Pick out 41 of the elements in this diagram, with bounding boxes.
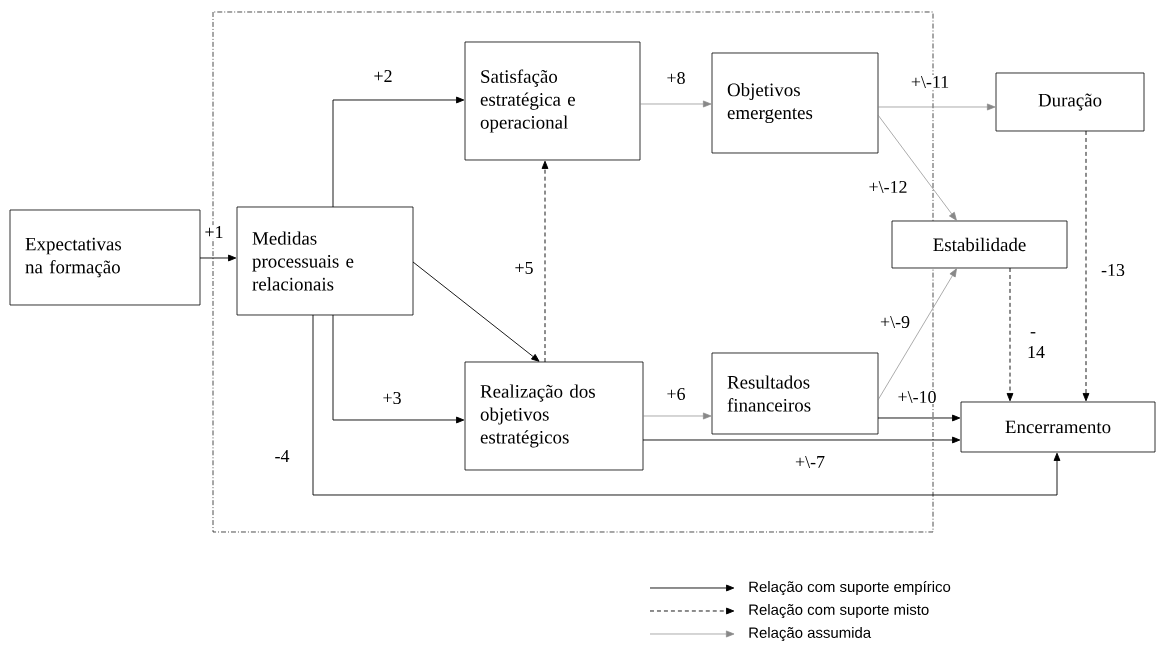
arrow — [877, 103, 996, 111]
edge-label: +6 — [665, 386, 687, 401]
arrow — [332, 96, 465, 208]
arrow — [541, 160, 549, 363]
edge-label: +\-12 — [867, 180, 909, 194]
arrow — [332, 314, 465, 424]
legend-label: Relação assumida — [749, 627, 872, 641]
edge-label: +2 — [372, 69, 394, 83]
arrow — [877, 268, 957, 401]
edge-label: +\-7 — [794, 455, 826, 469]
arrow — [642, 436, 961, 444]
arrow — [877, 414, 961, 422]
arrow — [1006, 267, 1014, 402]
arrow — [412, 261, 540, 362]
box: Estabilidade — [891, 220, 1068, 269]
arrow — [877, 114, 957, 221]
edge-label: +1 — [203, 225, 225, 239]
arrow — [1082, 130, 1090, 402]
edge-label: +3 — [381, 390, 403, 405]
edge-label: +\-9 — [879, 314, 911, 329]
arrow — [312, 314, 1061, 496]
arrow — [199, 254, 237, 262]
box: Encerramento — [960, 401, 1156, 453]
box: Objetivos emergentes — [711, 52, 879, 154]
box: Realização dos objetivos estratégicos — [464, 361, 644, 471]
edge-label: +8 — [665, 70, 687, 86]
edge-label: -13 — [1100, 262, 1126, 277]
legend-label: Relação com suporte empírico — [749, 580, 951, 596]
box: Satisfação estratégica e operacional — [464, 41, 641, 161]
box: Expectativas na formação — [9, 209, 201, 306]
edge-label: -4 — [273, 449, 291, 463]
edge-label: +\-10 — [896, 389, 938, 405]
box: Resultados financeiros — [711, 352, 879, 435]
arrow — [642, 412, 712, 420]
edge-label: - 14 — [1026, 331, 1045, 359]
arrow — [639, 100, 712, 108]
legend-label: Relação com suporte misto — [749, 604, 929, 618]
edge-label: +\-11 — [909, 75, 951, 89]
edge-label: +5 — [513, 261, 535, 275]
box: Medidas processuais e relacionais — [236, 206, 414, 316]
box: Duração — [995, 72, 1145, 132]
